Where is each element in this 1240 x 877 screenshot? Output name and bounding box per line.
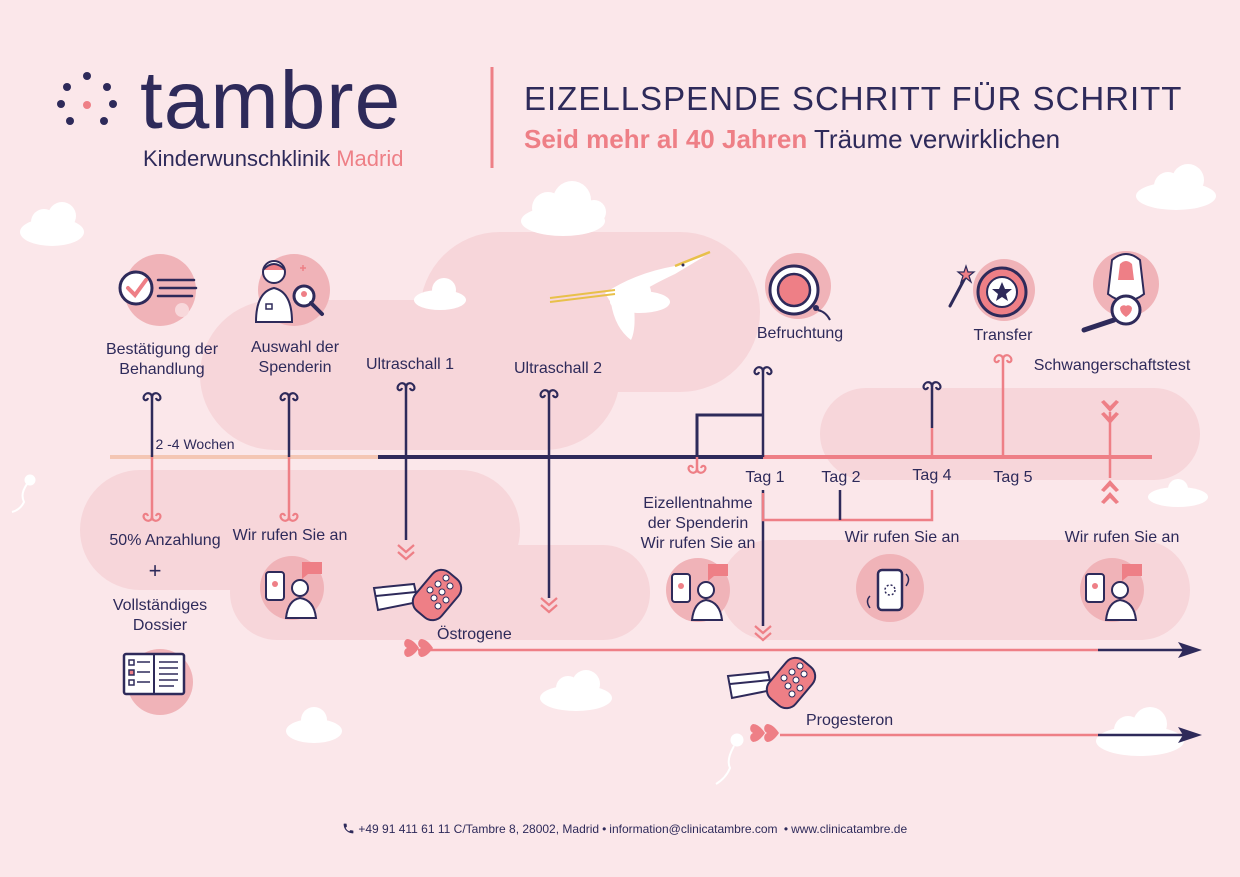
- document-icon: [122, 649, 193, 715]
- cloud: [1136, 164, 1216, 210]
- footer-phone[interactable]: +49 91 411 61 11: [358, 822, 451, 837]
- embryo-star-icon: [948, 259, 1035, 321]
- cloud: [286, 707, 342, 743]
- step-fertilization: Befruchtung: [756, 325, 844, 342]
- footer-separator: •: [783, 822, 789, 837]
- step-deposit: 50% Anzahlung: [109, 532, 221, 549]
- step-confirmation: Bestätigung der Behandlung: [105, 341, 219, 378]
- duration-label: 2 -4 Wochen: [155, 436, 235, 452]
- progesterone-label: Progesteron: [806, 712, 894, 729]
- clouds: [20, 164, 1216, 756]
- curl-heads-above-pink: [993, 354, 1013, 364]
- calling-person-icon: [666, 558, 730, 622]
- cloud: [20, 202, 84, 246]
- cloud: [1148, 479, 1208, 507]
- curl-heads-above: [142, 366, 942, 402]
- logo-wordmark: tambre: [140, 55, 402, 146]
- plus-sign: +: [148, 558, 162, 583]
- footer-web[interactable]: www.clinicatambre.de: [791, 822, 908, 837]
- subtitle-rest: Träume verwirklichen: [814, 124, 1061, 154]
- sperm-decoration: [11, 474, 744, 785]
- footer-address: C/Tambre 8, 28002, Madrid: [453, 822, 600, 837]
- step-dossier: Vollständiges Dossier: [112, 597, 208, 634]
- egg-cell-icon: [765, 253, 831, 321]
- cloud: [540, 670, 612, 711]
- day-4-label: Tag 4: [912, 467, 952, 484]
- leaf-heads: [1101, 400, 1119, 504]
- pregnancy-test-icon: [1081, 251, 1159, 333]
- step-pregnancy-test: Schwangerschaftstest: [1033, 357, 1191, 374]
- clinic-city: Madrid: [336, 146, 404, 171]
- day-2-label: Tag 2: [821, 469, 861, 486]
- cloud: [1096, 707, 1184, 756]
- step-call-2: Wir rufen Sie an: [844, 529, 960, 546]
- curl-heads-below: [142, 464, 707, 522]
- step-egg-retrieval: Eizellentnahme der Spenderin Wir rufen S…: [640, 495, 756, 552]
- chevron-down-icons: [397, 544, 772, 642]
- smartphone-icon: [856, 554, 924, 622]
- doctor-search-icon: [254, 254, 330, 326]
- page-title: EIZELLSPENDE SCHRITT FÜR SCHRITT: [524, 80, 1183, 117]
- phone-icon: [342, 822, 355, 838]
- clinic-name: Kinderwunschklinik: [143, 146, 331, 171]
- clinic-subtitle: Kinderwunschklinik Madrid: [143, 146, 403, 172]
- footer-contact: +49 91 411 61 11 C/Tambre 8, 28002, Madr…: [342, 822, 907, 838]
- calling-person-icon: [1080, 558, 1144, 622]
- stork-icon: [549, 250, 711, 340]
- day-1-label: Tag 1: [745, 469, 785, 486]
- calling-person-icon: [260, 556, 324, 620]
- estrogen-label: Östrogene: [437, 626, 512, 643]
- day-bracket: [761, 490, 934, 522]
- footer-separator: •: [602, 822, 607, 837]
- day-5-label: Tag 5: [993, 469, 1033, 486]
- cloud: [414, 278, 466, 310]
- footer-email[interactable]: information@clinicatambre.com: [609, 822, 778, 837]
- pill-box-icon: [726, 656, 817, 710]
- progesterone-arrow: [750, 724, 1202, 743]
- estrogen-arrow: [404, 639, 1202, 658]
- logo-mark: [57, 72, 117, 125]
- cloud: [521, 181, 606, 236]
- step-transfer: Transfer: [973, 327, 1033, 344]
- pill-box-icon: [372, 568, 463, 622]
- step-donor-selection: Auswahl der Spenderin: [250, 339, 340, 376]
- retrieval-bracket: [695, 413, 763, 457]
- stems-above: [150, 358, 1112, 457]
- step-call-3: Wir rufen Sie an: [1064, 529, 1180, 546]
- step-ultrasound-2: Ultraschall 2: [513, 360, 603, 377]
- subtitle-accent: Seid mehr al 40 Jahren: [524, 124, 808, 154]
- page-subtitle: Seid mehr al 40 Jahren Träume verwirklic…: [524, 124, 1060, 155]
- check-circle-icon: [118, 254, 198, 326]
- step-call-1: Wir rufen Sie an: [232, 527, 348, 544]
- step-ultrasound-1: Ultraschall 1: [365, 356, 455, 373]
